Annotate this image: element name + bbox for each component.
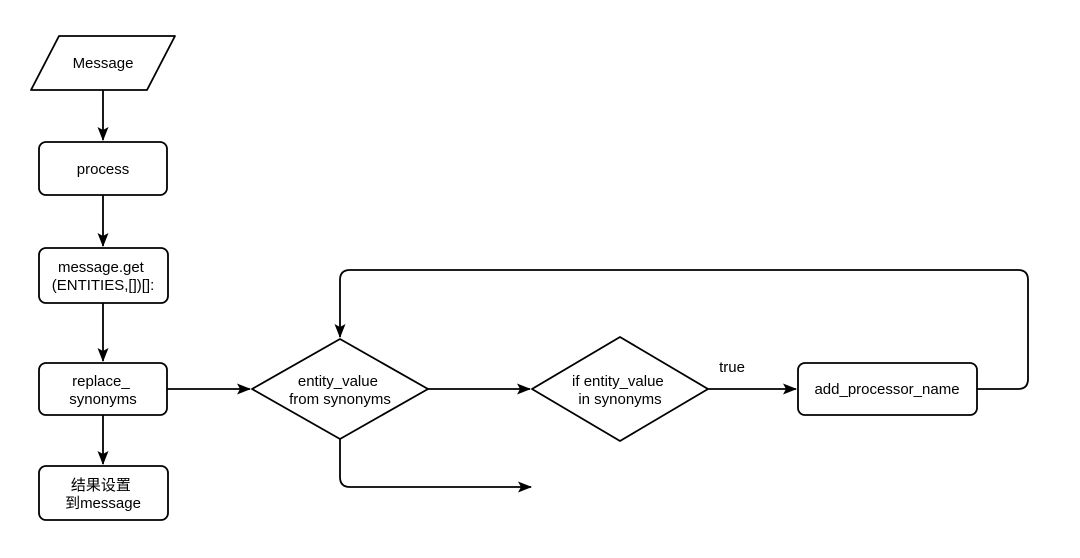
process-rect-shape [38, 141, 168, 196]
node-process: process [38, 141, 168, 196]
add-processor-name-label: add_processor_name [814, 381, 959, 398]
replace-synonyms-label: replace_ synonyms [69, 373, 137, 408]
entity-value-from-synonyms-label: entity_value from synonyms [289, 373, 391, 408]
message-get-rect-shape [38, 247, 169, 304]
replace-synonyms-rect-shape [38, 362, 168, 416]
if-entity-value-in-synonyms-label: if entity_value in synonyms [572, 373, 668, 408]
process-label: process [77, 161, 130, 178]
edges: true [97, 90, 1029, 493]
if-entity-value-diamond-shape [531, 336, 709, 442]
entity-value-diamond-shape [251, 338, 429, 440]
edge-label-true: true [719, 359, 745, 376]
message-parallelogram-shape [30, 35, 176, 91]
node-add-processor-name: add_processor_name [797, 362, 978, 416]
node-message: Message [30, 35, 176, 91]
node-replace-synonyms: replace_ synonyms [38, 362, 168, 416]
result-to-message-rect-shape [38, 465, 169, 521]
message-label: Message [73, 55, 134, 72]
add-processor-name-rect-shape [797, 362, 978, 416]
node-message-get: message.get (ENTITIES,[])[]: [38, 247, 169, 304]
edge-entity-value-diamond-exit-bottom [339, 439, 532, 493]
edge-add-processor-name-loop-back [334, 269, 1029, 390]
node-if-entity-value-in-synonyms: if entity_value in synonyms [531, 336, 709, 442]
message-get-label: message.get (ENTITIES,[])[]: [52, 259, 155, 294]
node-result-to-message: 结果设置 到message [38, 465, 169, 521]
result-to-message-label: 结果设置 到message [65, 477, 141, 512]
node-entity-value-from-synonyms: entity_value from synonyms [251, 338, 429, 440]
